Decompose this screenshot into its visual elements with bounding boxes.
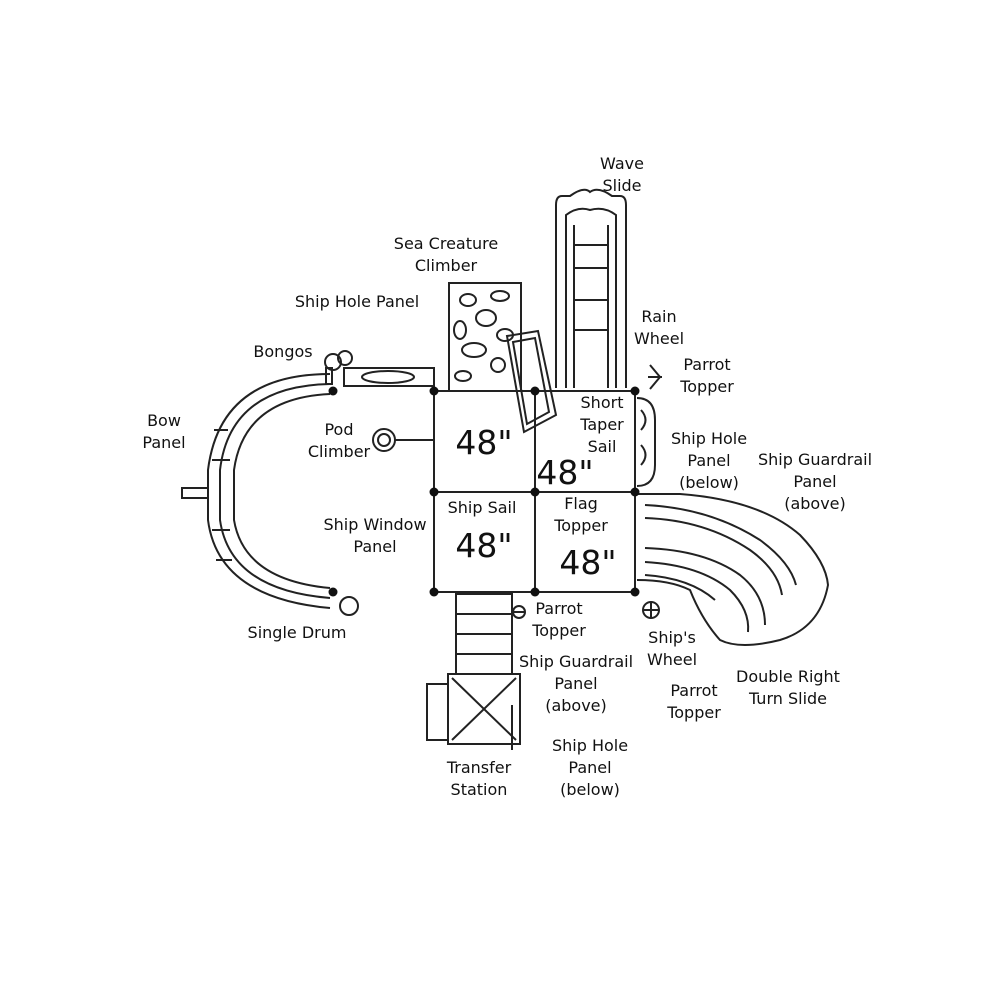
deck-height-top-left: 48" <box>455 423 513 462</box>
sea-creature-climber-drawing <box>448 282 522 392</box>
short-taper-sail-drawing <box>505 329 558 434</box>
post-dot <box>630 587 640 597</box>
ship-hole-panel-right-drawing <box>636 397 656 487</box>
parrot-topper-bottom-drawing <box>512 605 526 619</box>
transfer-station-drawing <box>426 593 521 750</box>
deck-height-top-right: 48" <box>536 453 594 492</box>
post-dot <box>630 487 640 497</box>
bow-panel-drawing <box>181 373 331 609</box>
post-dot <box>530 487 540 497</box>
ship-hole-panel-top-drawing <box>343 367 435 387</box>
bongos-drawing <box>324 350 353 385</box>
deck-bottom-right <box>534 491 636 593</box>
label-ship-hole-panel-top: Ship Hole Panel <box>294 292 420 311</box>
post-dot <box>429 386 439 396</box>
double-right-turn-slide-drawing <box>636 493 830 646</box>
post-dot <box>328 386 338 396</box>
label-bongos: Bongos <box>253 342 313 361</box>
wave-slide-drawing <box>555 188 627 388</box>
pod-climber-drawing <box>372 428 434 452</box>
parrot-topper-top-drawing <box>648 364 662 390</box>
post-dot <box>429 487 439 497</box>
label-single-drum: Single Drum <box>247 623 347 642</box>
post-dot <box>429 587 439 597</box>
deck-height-bottom-right: 48" <box>559 543 617 582</box>
ships-wheel-drawing <box>642 601 660 619</box>
label-ship-sail: Ship Sail <box>447 498 517 517</box>
post-dot <box>530 386 540 396</box>
single-drum-drawing <box>339 596 359 616</box>
post-dot <box>630 386 640 396</box>
post-dots <box>328 386 640 597</box>
post-dot <box>530 587 540 597</box>
post-dot <box>328 587 338 597</box>
deck-height-bottom-left: 48" <box>455 526 513 565</box>
